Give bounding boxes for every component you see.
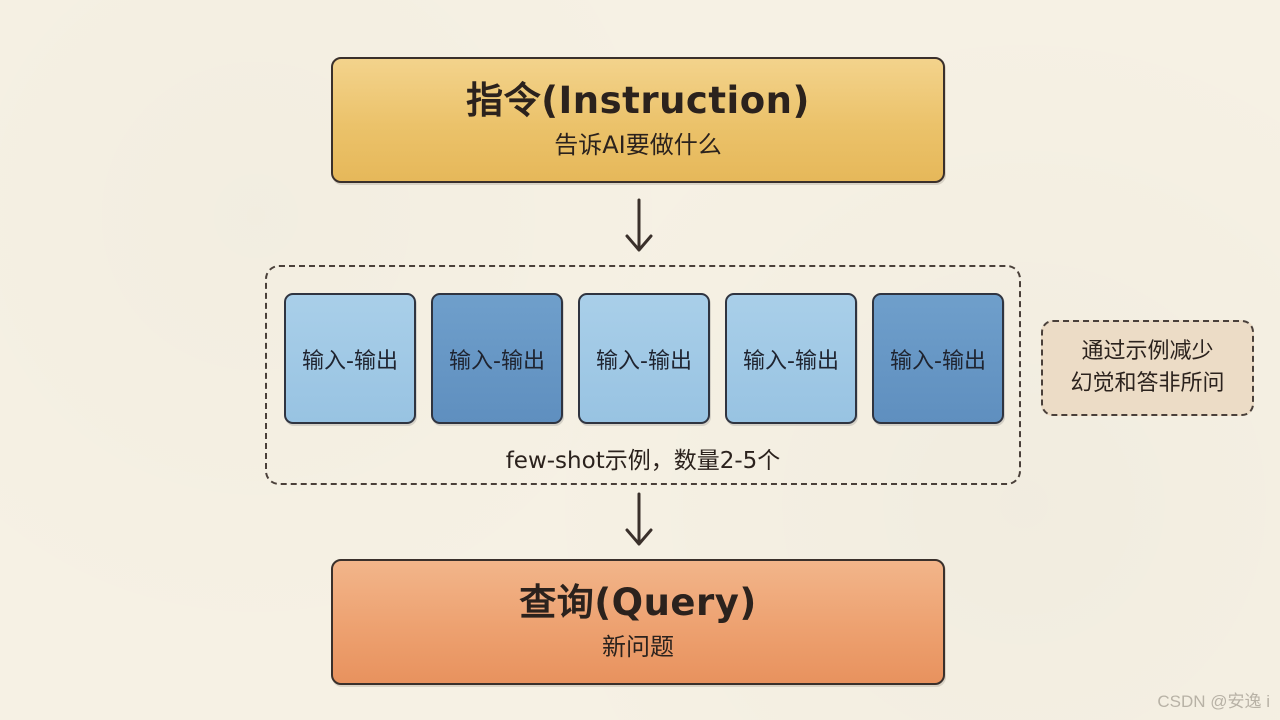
example-card-label: 输入-输出 <box>890 348 986 374</box>
side-note-line-2: 幻觉和答非所问 <box>1070 371 1225 396</box>
example-card-label: 输入-输出 <box>449 348 545 374</box>
query-title: 查询(Query) <box>519 581 757 625</box>
down-arrow-icon <box>625 198 653 252</box>
example-row: 输入-输出 输入-输出 输入-输出 输入-输出 输入-输出 <box>284 293 1004 424</box>
example-card: 输入-输出 <box>578 293 710 424</box>
example-card: 输入-输出 <box>725 293 857 424</box>
few-shot-caption: few-shot示例，数量2-5个 <box>505 448 781 474</box>
example-card-label: 输入-输出 <box>596 348 692 374</box>
side-note-line-1: 通过示例减少 <box>1081 339 1214 365</box>
down-arrow-icon <box>625 492 653 546</box>
query-subtitle: 新问题 <box>602 633 674 662</box>
few-shot-examples-group: 输入-输出 输入-输出 输入-输出 输入-输出 输入-输出 few-shot示例… <box>265 265 1021 485</box>
example-card: 输入-输出 <box>431 293 563 424</box>
example-card-label: 输入-输出 <box>302 348 398 374</box>
example-card: 输入-输出 <box>872 293 1004 424</box>
instruction-box: 指令(Instruction) 告诉AI要做什么 <box>331 57 945 183</box>
watermark: CSDN @安逸 i <box>1157 692 1270 711</box>
query-box: 查询(Query) 新问题 <box>331 559 945 685</box>
example-card: 输入-输出 <box>284 293 416 424</box>
instruction-title: 指令(Instruction) <box>466 79 810 123</box>
instruction-subtitle: 告诉AI要做什么 <box>554 131 722 160</box>
example-card-label: 输入-输出 <box>743 348 839 374</box>
side-note: 通过示例减少 幻觉和答非所问 <box>1041 320 1254 416</box>
